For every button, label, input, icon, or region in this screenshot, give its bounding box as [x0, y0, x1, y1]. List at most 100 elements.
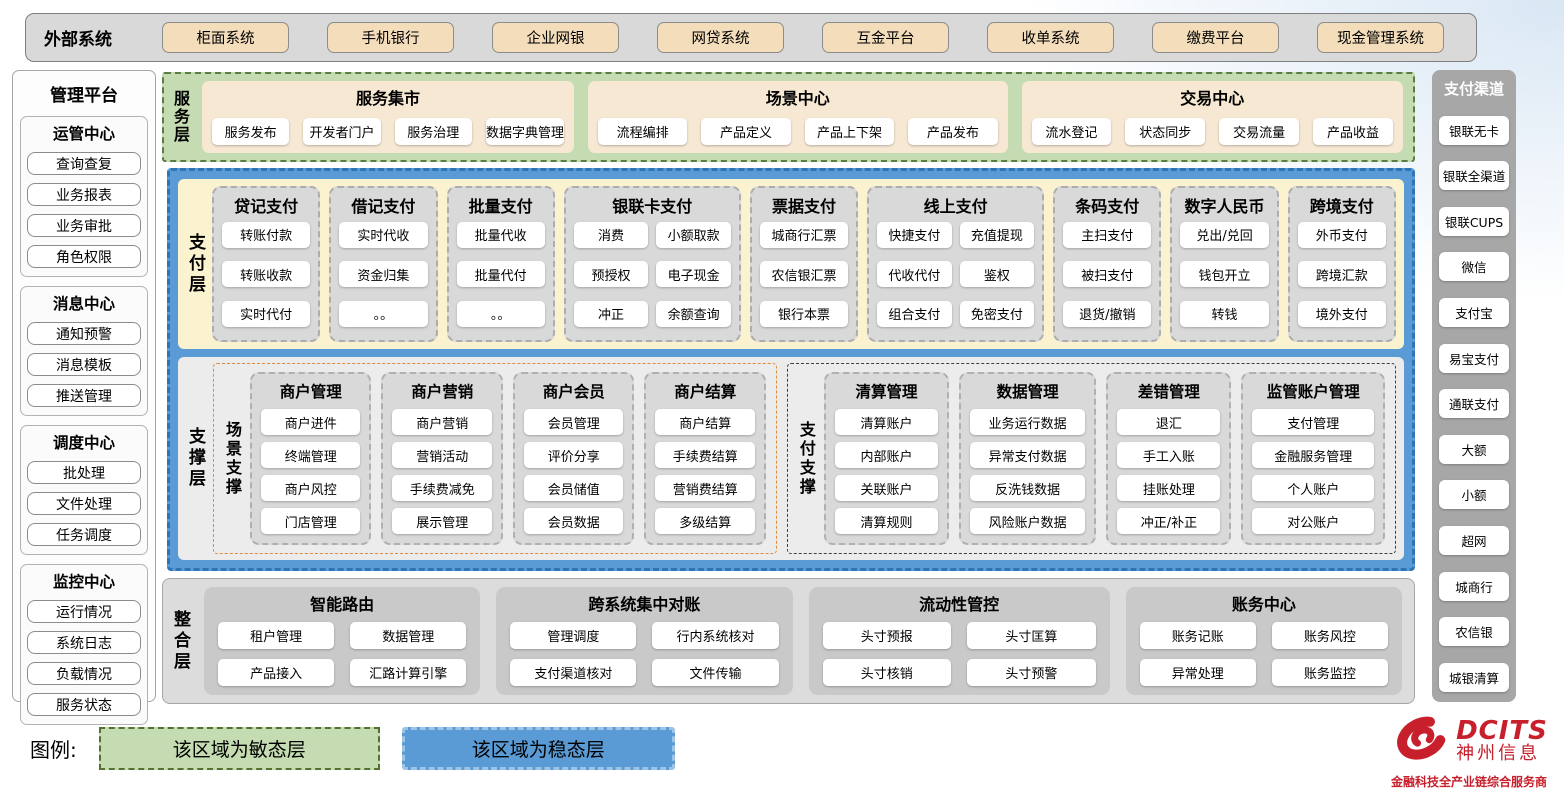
svc-item-publish[interactable]: 服务发布 [212, 118, 290, 145]
mon-item-service-status[interactable]: 服务状态 [27, 693, 141, 716]
mon-item-syslog[interactable]: 系统日志 [27, 631, 141, 654]
credit-item-transfer-collect[interactable]: 转账收款 [222, 261, 311, 287]
upcard-item-small-withdraw[interactable]: 小额取款 [656, 221, 731, 248]
dm-item-abnormal-data[interactable]: 异常支付数据 [969, 442, 1086, 468]
external-system-corporate-ebank[interactable]: 企业网银 [492, 22, 619, 53]
barcode-item-scanned-pay[interactable]: 被扫支付 [1063, 261, 1152, 287]
mon-item-runtime[interactable]: 运行情况 [27, 600, 141, 623]
batch-item-collect[interactable]: 批量代收 [456, 221, 545, 248]
channel-city-bank-clearing[interactable]: 城银清算 [1439, 662, 1509, 692]
batch-item-payout[interactable]: 批量代付 [456, 261, 545, 287]
credit-item-realtime-payout[interactable]: 实时代付 [222, 300, 311, 327]
online-item-authentication[interactable]: 鉴权 [959, 261, 1035, 287]
upcard-item-consume[interactable]: 消费 [573, 221, 649, 248]
cr-item-file-transfer[interactable]: 文件传输 [652, 659, 779, 686]
lq-item-position-estimate[interactable]: 头寸匡算 [967, 622, 1096, 649]
external-system-internet-finance[interactable]: 互金平台 [822, 22, 949, 53]
channel-unionpay-cardless[interactable]: 银联无卡 [1439, 115, 1509, 145]
drmb-item-transfer[interactable]: 转钱 [1180, 300, 1269, 327]
mm-item-onboarding[interactable]: 商户进件 [261, 409, 361, 435]
ra-item-personal-account[interactable]: 个人账户 [1252, 475, 1375, 501]
cr-item-inbank-check[interactable]: 行内系统核对 [652, 622, 779, 649]
ops-item-approval[interactable]: 业务审批 [27, 214, 141, 237]
sr-item-tenant-mgmt[interactable]: 租户管理 [218, 622, 335, 649]
mb-item-member-mgmt[interactable]: 会员管理 [523, 409, 624, 435]
ac-item-bookkeeping[interactable]: 账务记账 [1139, 622, 1256, 649]
online-item-pinless-pay[interactable]: 免密支付 [959, 300, 1035, 327]
mk-item-fee-waiver[interactable]: 手续费减免 [392, 475, 492, 501]
ra-item-financial-service[interactable]: 金融服务管理 [1252, 442, 1375, 468]
external-system-counter[interactable]: 柜面系统 [162, 22, 289, 53]
cr-item-mgmt-scheduling[interactable]: 管理调度 [510, 622, 637, 649]
upcard-item-balance-query[interactable]: 余额查询 [656, 300, 731, 327]
mb-item-stored-value[interactable]: 会员储值 [523, 475, 624, 501]
dm-item-aml-data[interactable]: 反洗钱数据 [969, 475, 1086, 501]
dm-item-business-data[interactable]: 业务运行数据 [969, 409, 1086, 435]
debit-item-more[interactable]: 。。 [339, 300, 428, 327]
scene-item-product-release[interactable]: 产品发布 [908, 118, 998, 145]
ra-item-corporate-account[interactable]: 对公账户 [1252, 508, 1375, 534]
channel-city-bank[interactable]: 城商行 [1439, 571, 1509, 601]
batch-item-more[interactable]: 。。 [456, 300, 545, 327]
channel-ibps[interactable]: 超网 [1439, 526, 1509, 556]
em-item-manual-entry[interactable]: 手工入账 [1117, 442, 1221, 468]
ops-item-reports[interactable]: 业务报表 [27, 183, 141, 206]
online-item-combo-pay[interactable]: 组合支付 [877, 300, 952, 327]
em-item-refund-remit[interactable]: 退汇 [1117, 409, 1221, 435]
channel-beps[interactable]: 小额 [1439, 480, 1509, 510]
ac-item-monitoring[interactable]: 账务监控 [1271, 659, 1388, 686]
bill-item-city-bank-draft[interactable]: 城商行汇票 [759, 221, 849, 248]
sched-item-tasks[interactable]: 任务调度 [27, 523, 141, 546]
svc-item-dev-portal[interactable]: 开发者门户 [303, 118, 381, 145]
svc-item-data-dictionary[interactable]: 数据字典管理 [485, 118, 564, 145]
mm-item-risk-control[interactable]: 商户风控 [261, 475, 361, 501]
external-system-online-lending[interactable]: 网贷系统 [657, 22, 784, 53]
scene-item-product-definition[interactable]: 产品定义 [701, 118, 791, 145]
em-item-reversal-correction[interactable]: 冲正/补正 [1117, 508, 1221, 534]
mb-item-member-data[interactable]: 会员数据 [523, 508, 624, 534]
em-item-suspense[interactable]: 挂账处理 [1117, 475, 1221, 501]
ops-item-roles[interactable]: 角色权限 [27, 245, 141, 268]
ac-item-exception-handling[interactable]: 异常处理 [1139, 659, 1256, 686]
cl-item-clearing-account[interactable]: 清算账户 [834, 409, 938, 435]
drmb-item-exchange[interactable]: 兑出/兑回 [1180, 221, 1269, 248]
mb-item-review-share[interactable]: 评价分享 [523, 442, 624, 468]
channel-unionpay-cups[interactable]: 银联CUPS [1439, 206, 1509, 236]
sched-item-files[interactable]: 文件处理 [27, 492, 141, 515]
scene-item-flow-orchestration[interactable]: 流程编排 [597, 118, 688, 145]
mk-item-campaigns[interactable]: 营销活动 [392, 442, 492, 468]
channel-unionpay-omni[interactable]: 银联全渠道 [1439, 161, 1509, 191]
cl-item-internal-account[interactable]: 内部账户 [834, 442, 938, 468]
lq-item-position-alert[interactable]: 头寸预警 [967, 659, 1096, 686]
cb-item-foreign-currency[interactable]: 外币支付 [1297, 221, 1386, 248]
ra-item-payment-mgmt[interactable]: 支付管理 [1252, 409, 1375, 435]
svc-item-governance[interactable]: 服务治理 [394, 118, 472, 145]
lq-item-position-writeoff[interactable]: 头寸核销 [822, 659, 952, 686]
barcode-item-refund-cancel[interactable]: 退货/撤销 [1063, 300, 1152, 327]
bill-item-rural-credit-draft[interactable]: 农信银汇票 [759, 261, 849, 287]
credit-item-transfer-pay[interactable]: 转账付款 [222, 221, 311, 248]
ms-item-marketing-fee[interactable]: 营销费结算 [655, 475, 755, 501]
bill-item-cashier-check[interactable]: 银行本票 [759, 300, 849, 327]
mk-item-display-mgmt[interactable]: 展示管理 [392, 508, 492, 534]
msg-item-alerts[interactable]: 通知预警 [27, 322, 141, 345]
lq-item-position-forecast[interactable]: 头寸预报 [822, 622, 952, 649]
ms-item-settlement[interactable]: 商户结算 [655, 409, 755, 435]
external-system-acquiring[interactable]: 收单系统 [987, 22, 1114, 53]
cb-item-overseas-pay[interactable]: 境外支付 [1297, 300, 1386, 327]
scene-item-product-listing[interactable]: 产品上下架 [804, 118, 895, 145]
upcard-item-preauth[interactable]: 预授权 [573, 261, 649, 287]
dm-item-risk-account-data[interactable]: 风险账户数据 [969, 508, 1086, 534]
mm-item-terminal-mgmt[interactable]: 终端管理 [261, 442, 361, 468]
sr-item-route-engine[interactable]: 汇路计算引擎 [350, 659, 467, 686]
channel-wechat[interactable]: 微信 [1439, 252, 1509, 282]
msg-item-templates[interactable]: 消息模板 [27, 353, 141, 376]
channel-alipay[interactable]: 支付宝 [1439, 298, 1509, 328]
sr-item-product-access[interactable]: 产品接入 [218, 659, 335, 686]
external-system-bill-payment[interactable]: 缴费平台 [1152, 22, 1279, 53]
debit-item-fund-pooling[interactable]: 资金归集 [339, 261, 428, 287]
online-item-collect-payout[interactable]: 代收代付 [877, 261, 952, 287]
channel-hvps[interactable]: 大额 [1439, 434, 1509, 464]
drmb-item-wallet-open[interactable]: 钱包开立 [1180, 261, 1269, 287]
ms-item-multilevel[interactable]: 多级结算 [655, 508, 755, 534]
